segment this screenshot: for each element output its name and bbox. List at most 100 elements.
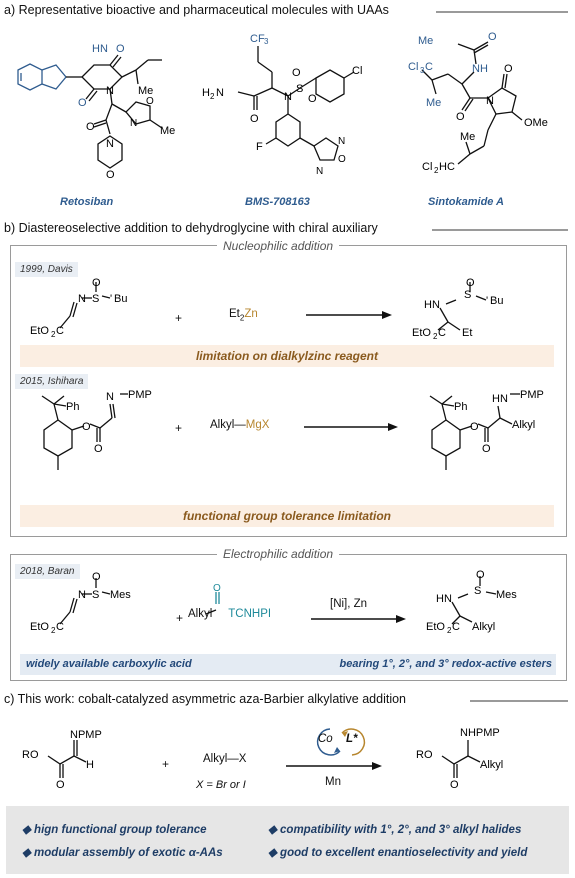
advantage-item: ◆ compatibility with 1°, 2°, and 3° alky… [268, 824, 522, 836]
svg-text:2: 2 [447, 626, 452, 635]
electrophilic-panel-title: Electrophilic addition [217, 547, 340, 561]
svg-text:Ph: Ph [66, 401, 79, 413]
svg-text:O: O [92, 571, 101, 583]
cobalt-catalyst-icon [316, 728, 366, 756]
svg-text:O: O [250, 113, 259, 125]
ishihara-limitation: functional group tolerance limitation [20, 505, 554, 527]
svg-text:Bu: Bu [490, 295, 503, 307]
svg-text:O: O [476, 569, 485, 581]
svg-text:Me: Me [460, 131, 475, 143]
molecule-name-bms-708163: BMS-708163 [245, 196, 310, 208]
ref-baran: 2018, Baran [15, 564, 80, 579]
section-a-rule [436, 11, 568, 13]
ishihara-substrate: Ph O O N PMP [41, 389, 152, 470]
svg-text:2: 2 [51, 330, 56, 339]
svg-text:O: O [470, 421, 479, 433]
svg-text:C: C [452, 621, 460, 633]
reaction-arrow-baran [311, 615, 406, 623]
svg-text:N: N [486, 95, 494, 107]
svg-text:OMe: OMe [524, 117, 548, 129]
svg-text:2: 2 [51, 626, 56, 635]
svg-text:NPMP: NPMP [70, 729, 102, 741]
this-work-substrate: RO O NPMP H [22, 729, 102, 791]
svg-text:HN: HN [436, 593, 452, 605]
svg-text:HN: HN [424, 299, 440, 311]
svg-text:S: S [474, 585, 481, 597]
svg-text:F: F [256, 141, 263, 153]
svg-text:': ' [486, 295, 488, 307]
svg-text:H: H [86, 759, 94, 771]
svg-text:CF: CF [250, 33, 265, 45]
nucleophilic-panel-title: Nucleophilic addition [217, 239, 340, 253]
retosiban-structure: HN O O N Me O N Me O N O [17, 43, 175, 181]
reaction-arrow-ishihara [304, 423, 398, 431]
svg-text:2: 2 [434, 166, 439, 175]
svg-text:Alkyl: Alkyl [472, 621, 495, 633]
section-c-heading: c) This work: cobalt-catalyzed asymmetri… [4, 692, 407, 706]
svg-text:HC: HC [439, 161, 455, 173]
svg-text:O: O [56, 779, 65, 791]
svg-text:Me: Me [160, 125, 175, 137]
svg-text:N: N [106, 85, 114, 97]
davis-limitation: limitation on dialkylzinc reagent [20, 345, 554, 367]
baran-conditions: [Ni], Zn [330, 598, 368, 610]
svg-text:O: O [213, 584, 221, 594]
svg-text:O: O [338, 154, 346, 165]
svg-text:N: N [106, 391, 114, 403]
svg-text:3: 3 [420, 66, 425, 75]
svg-text:Cl: Cl [422, 161, 432, 173]
svg-text:O: O [450, 779, 459, 791]
svg-text:NH: NH [472, 63, 488, 75]
svg-text:Me: Me [426, 97, 441, 109]
section-b-rule [432, 229, 568, 231]
svg-text:C: C [438, 327, 446, 339]
svg-text:O: O [94, 443, 103, 455]
svg-text:PMP: PMP [520, 389, 544, 401]
svg-text:N: N [338, 136, 345, 147]
svg-text:Cl: Cl [352, 65, 362, 77]
advantages-panel [6, 806, 569, 874]
svg-text:HN: HN [92, 43, 108, 55]
ref-davis: 1999, Davis [15, 262, 78, 277]
svg-text:N: N [216, 87, 224, 99]
svg-text:O: O [308, 93, 317, 105]
svg-text:EtO: EtO [30, 621, 49, 633]
svg-text:N: N [106, 138, 114, 150]
svg-text:Alkyl: Alkyl [480, 759, 503, 771]
baran-carbonyl-bond: O [205, 584, 221, 615]
svg-text:NHPMP: NHPMP [460, 727, 500, 739]
svg-text:3: 3 [264, 37, 269, 46]
svg-text:O: O [116, 43, 125, 55]
svg-text:RO: RO [22, 749, 39, 761]
svg-text:S: S [296, 83, 303, 95]
svg-text:Ph: Ph [454, 401, 467, 413]
svg-text:O: O [504, 63, 513, 75]
svg-text:Me: Me [418, 35, 433, 47]
section-b-heading: b) Diastereoselective addition to dehydr… [4, 221, 378, 235]
svg-text:N: N [316, 166, 323, 177]
svg-text:Alkyl: Alkyl [512, 419, 535, 431]
baran-advantage-left: widely available carboxylic acid [20, 654, 290, 675]
baran-advantage-right: bearing 1°, 2°, and 3° redox-active este… [290, 654, 556, 675]
advantage-item: ◆ modular assembly of exotic α-AAs [22, 847, 223, 859]
svg-text:PMP: PMP [128, 389, 152, 401]
advantage-item: ◆ hign functional group tolerance [22, 824, 207, 836]
ishihara-product: Ph O O HN PMP Alkyl [429, 389, 544, 470]
svg-text:RO: RO [416, 749, 433, 761]
reagent-et2zn: Et2Zn [229, 308, 258, 323]
this-work-alkyl-halide: Alkyl—X [203, 753, 247, 765]
svg-text:O: O [488, 31, 497, 43]
baran-reagent: Alkyl TCNHPI [188, 608, 272, 620]
svg-text:Mes: Mes [496, 589, 517, 601]
svg-text:N: N [78, 293, 86, 305]
svg-text:2: 2 [433, 332, 438, 341]
reaction-arrow-this-work [286, 762, 382, 770]
svg-text:Bu: Bu [114, 293, 127, 305]
svg-text:O: O [78, 97, 87, 109]
svg-text:Et: Et [462, 327, 472, 339]
this-work-product: RO O NHPMP Alkyl [416, 727, 503, 791]
reagent-alkyl-mgx: Alkyl—MgX [210, 419, 270, 431]
